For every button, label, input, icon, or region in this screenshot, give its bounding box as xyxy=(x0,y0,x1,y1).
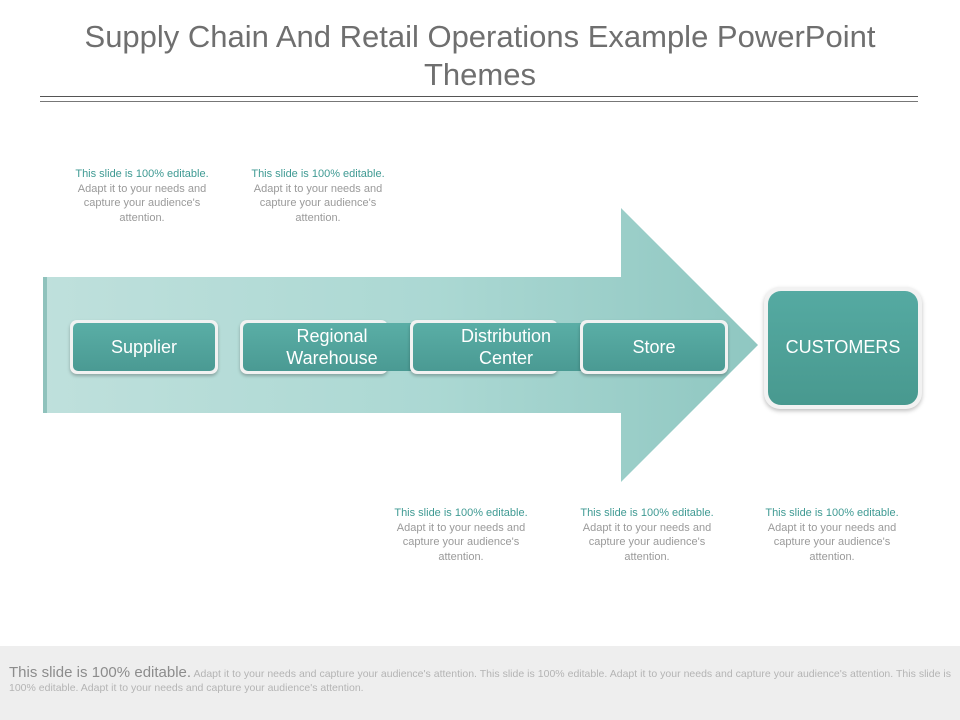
footer-body: Adapt it to your needs and capture your … xyxy=(9,668,951,694)
footer-lead: This slide is 100% editable. xyxy=(9,664,192,681)
customers-label: CUSTOMERS xyxy=(768,291,918,405)
note-highlight: This slide is 100% editable. xyxy=(251,168,385,180)
note-bottom-2: This slide is 100% editable. Adapt it to… xyxy=(577,506,717,564)
step-regional-warehouse[interactable]: Regional Warehouse xyxy=(240,320,421,374)
note-top-1: This slide is 100% editable. Adapt it to… xyxy=(72,167,212,225)
note-text: Adapt it to your needs and capture your … xyxy=(77,182,207,224)
step-label: Regional Warehouse xyxy=(243,323,421,371)
note-highlight: This slide is 100% editable. xyxy=(765,507,899,519)
note-bottom-1: This slide is 100% editable. Adapt it to… xyxy=(391,506,531,564)
step-label: Distribution Center xyxy=(413,323,599,371)
step-label: Supplier xyxy=(73,323,215,371)
step-label: Store xyxy=(583,323,725,371)
customers-box[interactable]: CUSTOMERS xyxy=(764,287,922,409)
footer-text-bar: This slide is 100% editable. Adapt it to… xyxy=(0,646,960,720)
title-divider-top xyxy=(40,96,918,97)
note-highlight: This slide is 100% editable. xyxy=(580,507,714,519)
note-bottom-3: This slide is 100% editable. Adapt it to… xyxy=(762,506,902,564)
step-supplier[interactable]: Supplier xyxy=(70,320,218,374)
note-text: Adapt it to your needs and capture your … xyxy=(767,521,897,563)
slide-title: Supply Chain And Retail Operations Examp… xyxy=(84,19,876,92)
note-highlight: This slide is 100% editable. xyxy=(75,168,209,180)
title-divider-bottom xyxy=(40,101,918,102)
step-distribution-center[interactable]: Distribution Center xyxy=(410,320,599,374)
note-highlight: This slide is 100% editable. xyxy=(394,507,528,519)
note-text: Adapt it to your needs and capture your … xyxy=(253,182,383,224)
step-store[interactable]: Store xyxy=(580,320,728,374)
note-top-2: This slide is 100% editable. Adapt it to… xyxy=(248,167,388,225)
note-text: Adapt it to your needs and capture your … xyxy=(396,521,526,563)
note-text: Adapt it to your needs and capture your … xyxy=(582,521,712,563)
